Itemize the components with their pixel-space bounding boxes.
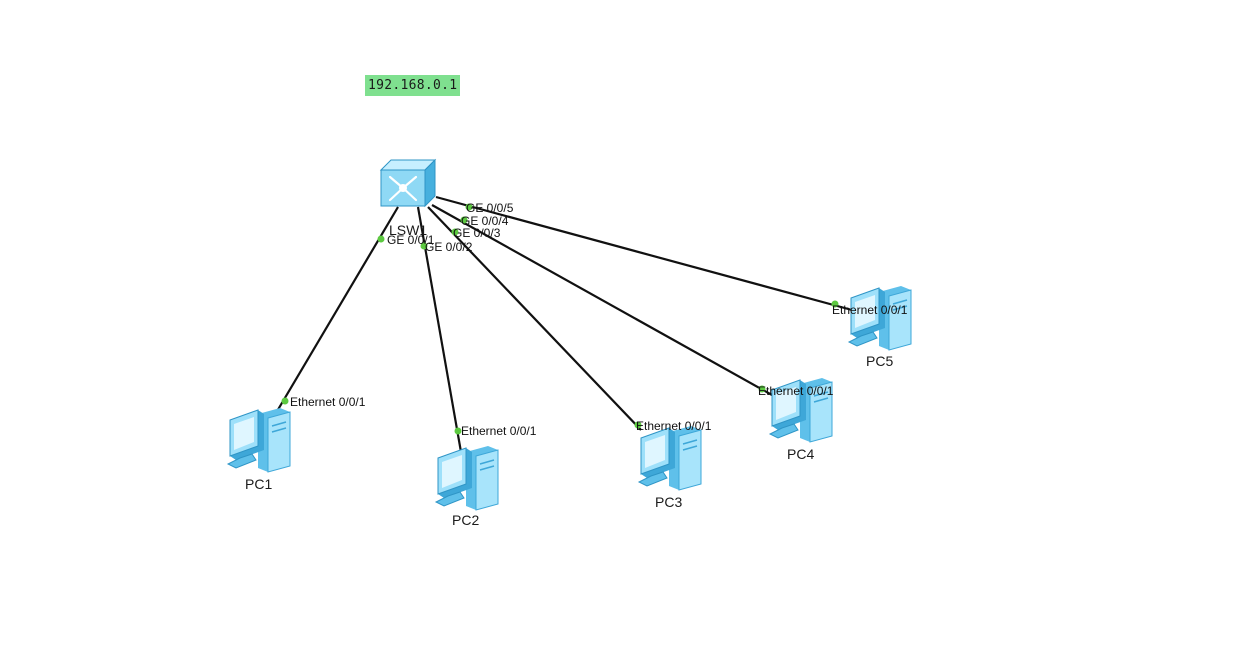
pc-label-pc1: PC1 [245, 476, 273, 492]
pc-label-pc3: PC3 [655, 494, 683, 510]
switch-label: LSW1 [389, 222, 428, 238]
ip-address-note[interactable]: 192.168.0.1 [365, 75, 461, 96]
switch-port-label-pc3: GE 0/0/3 [453, 226, 501, 240]
port-dot-pc1[interactable] [281, 397, 289, 405]
port-dot-ge3[interactable] [451, 228, 459, 236]
port-dot-ge1[interactable] [377, 235, 385, 243]
pc-port-label-pc3: Ethernet 0/0/1 [636, 419, 712, 433]
port-dot-ge2[interactable] [420, 242, 428, 250]
link-pc3[interactable] [427, 206, 642, 431]
port-dot-pc2[interactable] [454, 427, 462, 435]
port-dot-pc3[interactable] [634, 421, 642, 429]
port-dot-ge5[interactable] [465, 203, 473, 211]
link-pc1[interactable] [275, 206, 399, 414]
switch-port-label-pc2: GE 0/0/2 [425, 240, 473, 254]
pc-port-label-pc1: Ethernet 0/0/1 [290, 395, 366, 409]
pc-icon[interactable] [848, 285, 912, 351]
port-dot-pc4[interactable] [758, 385, 766, 393]
pc-icon[interactable] [435, 445, 499, 511]
port-dot-ge4[interactable] [460, 216, 468, 224]
links [275, 195, 853, 453]
switch-port-label-pc5: GE 0/0/5 [466, 201, 514, 215]
pc-label-pc2: PC2 [452, 512, 480, 528]
pc-port-label-pc2: Ethernet 0/0/1 [461, 424, 537, 438]
port-dots [281, 203, 839, 435]
pc-icon[interactable] [638, 425, 702, 491]
port-dot-pc5[interactable] [831, 300, 839, 308]
pc-label-pc4: PC4 [787, 446, 815, 462]
switch-icon[interactable] [379, 158, 437, 208]
pc-label-pc5: PC5 [866, 353, 894, 369]
pc-port-label-pc4: Ethernet 0/0/1 [758, 384, 834, 398]
link-pc5[interactable] [435, 195, 853, 312]
switch-port-label-pc4: GE 0/0/4 [461, 214, 509, 228]
link-pc4[interactable] [431, 204, 773, 396]
pc-icon[interactable] [227, 407, 291, 473]
pc-port-label-pc5: Ethernet 0/0/1 [832, 303, 908, 317]
switch-port-label-pc1: GE 0/0/1 [387, 233, 435, 247]
